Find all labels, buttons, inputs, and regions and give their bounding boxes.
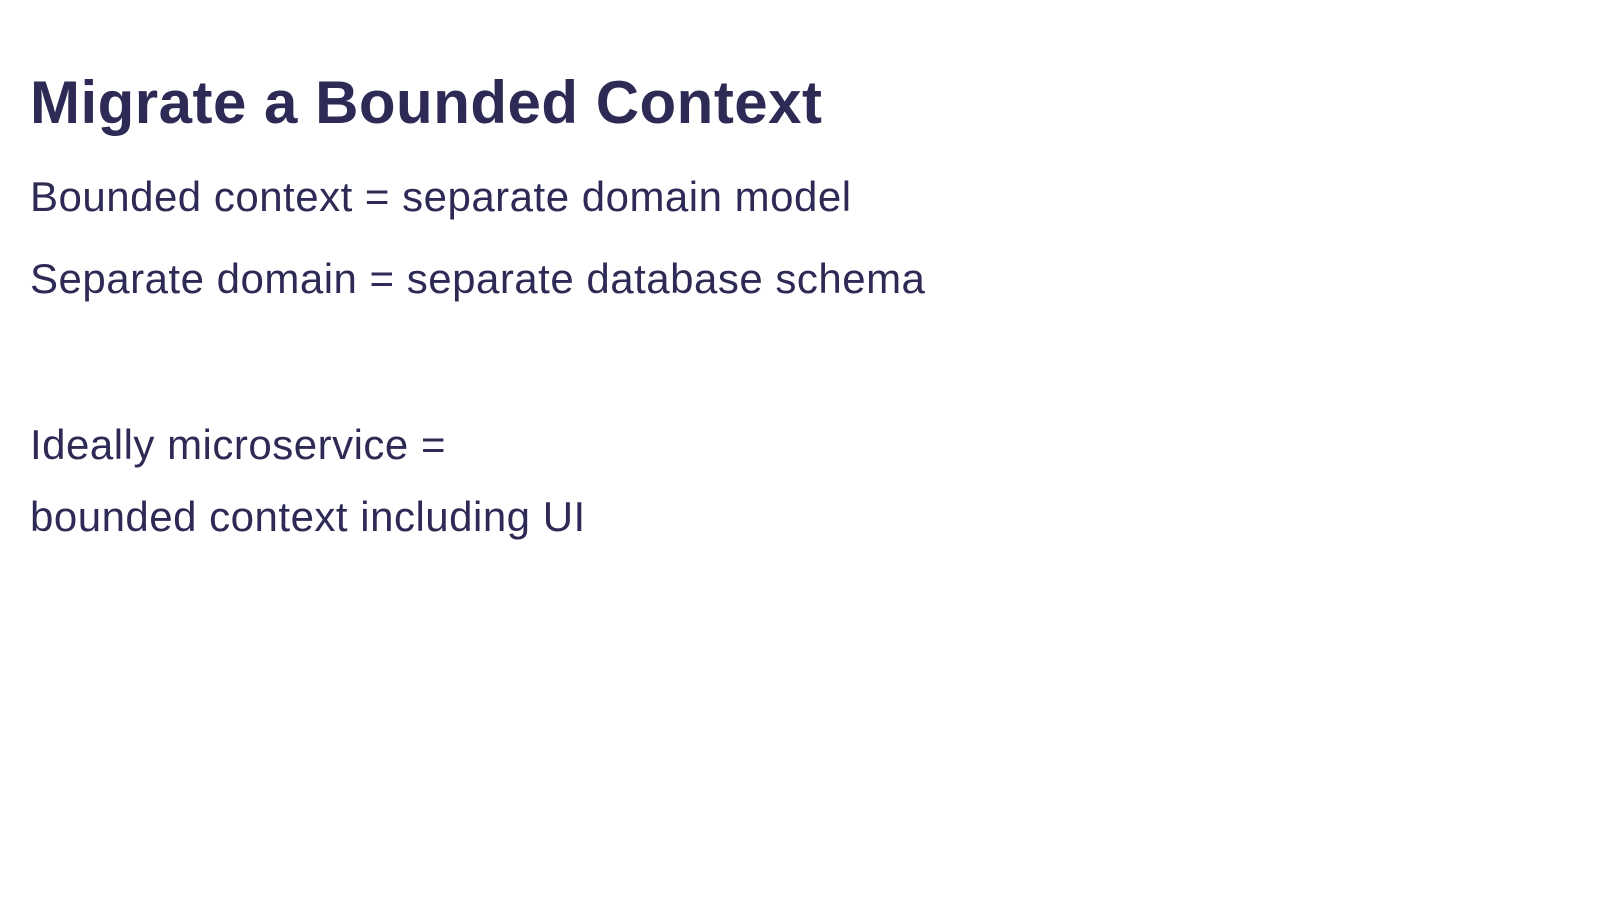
- body-line-bounded-context: Bounded context = separate domain model: [30, 173, 852, 220]
- slide-title: Migrate a Bounded Context: [30, 69, 823, 136]
- body-line-ideally-microservice: Ideally microservice =: [30, 421, 446, 468]
- body-line-separate-domain: Separate domain = separate database sche…: [30, 255, 926, 302]
- body-line-bounded-context-ui: bounded context including UI: [30, 493, 586, 540]
